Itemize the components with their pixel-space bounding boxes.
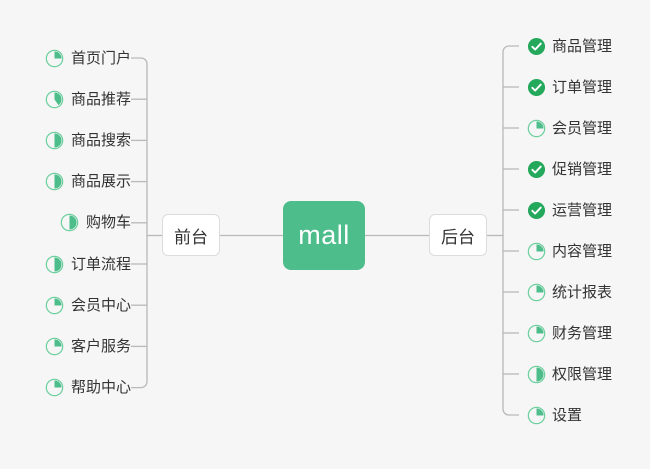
frontend-leaf-label: 客户服务 [70,337,131,355]
backend-leaf-label: 设置 [552,406,583,424]
backend-leaf-item[interactable]: 统计报表 [527,280,612,304]
frontend-leaf-item[interactable]: 客户服务 [45,334,131,358]
backend-leaf-label: 财务管理 [552,324,613,342]
pie-progress-icon [45,296,64,314]
backend-leaf-item[interactable]: 权限管理 [527,362,612,386]
backend-leaf-label: 权限管理 [552,365,613,383]
check-circle-icon [527,78,546,96]
pie-progress-icon [60,214,79,232]
backend-leaf-label: 商品管理 [552,37,613,55]
pie-progress-icon [45,172,64,191]
pie-progress-icon [527,283,546,301]
pie-progress-icon [527,406,546,424]
backend-leaf-label: 促销管理 [552,160,613,178]
backend-leaf-item[interactable]: 财务管理 [527,321,612,345]
frontend-leaf-label: 商品搜索 [70,131,131,149]
pie-progress-icon [45,49,64,67]
backend-leaf-item[interactable]: 内容管理 [527,239,612,263]
backend-leaf-item[interactable]: 促销管理 [527,157,612,181]
frontend-leaf-label: 首页门户 [70,49,131,67]
backend-leaf-label: 运营管理 [552,201,613,219]
frontend-leaf-label: 购物车 [85,214,131,232]
branch-node-backend[interactable]: 后台 [429,214,487,256]
backend-leaf-label: 会员管理 [552,119,613,137]
branch-node-frontend[interactable]: 前台 [162,214,220,256]
frontend-leaf-label: 订单流程 [70,255,131,273]
root-node-mall[interactable]: mall [283,201,365,270]
frontend-leaf-item[interactable]: 订单流程 [45,252,131,276]
pie-progress-icon [45,255,64,273]
backend-leaf-label: 内容管理 [552,242,613,260]
backend-leaf-item[interactable]: 设置 [527,403,582,427]
backend-leaf-item[interactable]: 运营管理 [527,198,612,222]
backend-leaf-label: 统计报表 [552,283,613,301]
frontend-leaf-item[interactable]: 购物车 [60,211,131,235]
pie-progress-icon [45,378,64,397]
frontend-leaf-item[interactable]: 商品推荐 [45,87,131,111]
pie-progress-icon [527,365,546,383]
pie-progress-icon [527,324,546,342]
root-node-label: mall [298,220,350,250]
frontend-leaf-item[interactable]: 商品展示 [45,170,131,194]
frontend-leaf-item[interactable]: 帮助中心 [45,376,131,400]
branch-node-label-frontend: 前台 [174,227,208,247]
branch-node-label-backend: 后台 [441,227,475,247]
check-circle-icon [527,201,546,219]
pie-progress-icon [45,131,64,150]
pie-progress-icon [45,90,64,108]
check-circle-icon [527,37,546,55]
frontend-leaf-label: 商品展示 [70,173,131,191]
pie-progress-icon [527,119,546,137]
pie-progress-icon [527,242,546,260]
backend-leaf-item[interactable]: 会员管理 [527,116,612,140]
backend-leaf-item[interactable]: 商品管理 [527,34,612,58]
pie-progress-icon [45,337,64,356]
frontend-leaf-item[interactable]: 会员中心 [45,293,131,317]
backend-leaf-label: 订单管理 [552,78,613,96]
frontend-leaf-item[interactable]: 首页门户 [45,46,131,70]
frontend-leaf-label: 会员中心 [70,296,131,314]
frontend-leaf-label: 商品推荐 [70,90,131,108]
backend-leaf-item[interactable]: 订单管理 [527,75,612,99]
frontend-leaf-item[interactable]: 商品搜索 [45,128,131,152]
frontend-leaf-label: 帮助中心 [70,379,131,397]
check-circle-icon [527,160,546,178]
